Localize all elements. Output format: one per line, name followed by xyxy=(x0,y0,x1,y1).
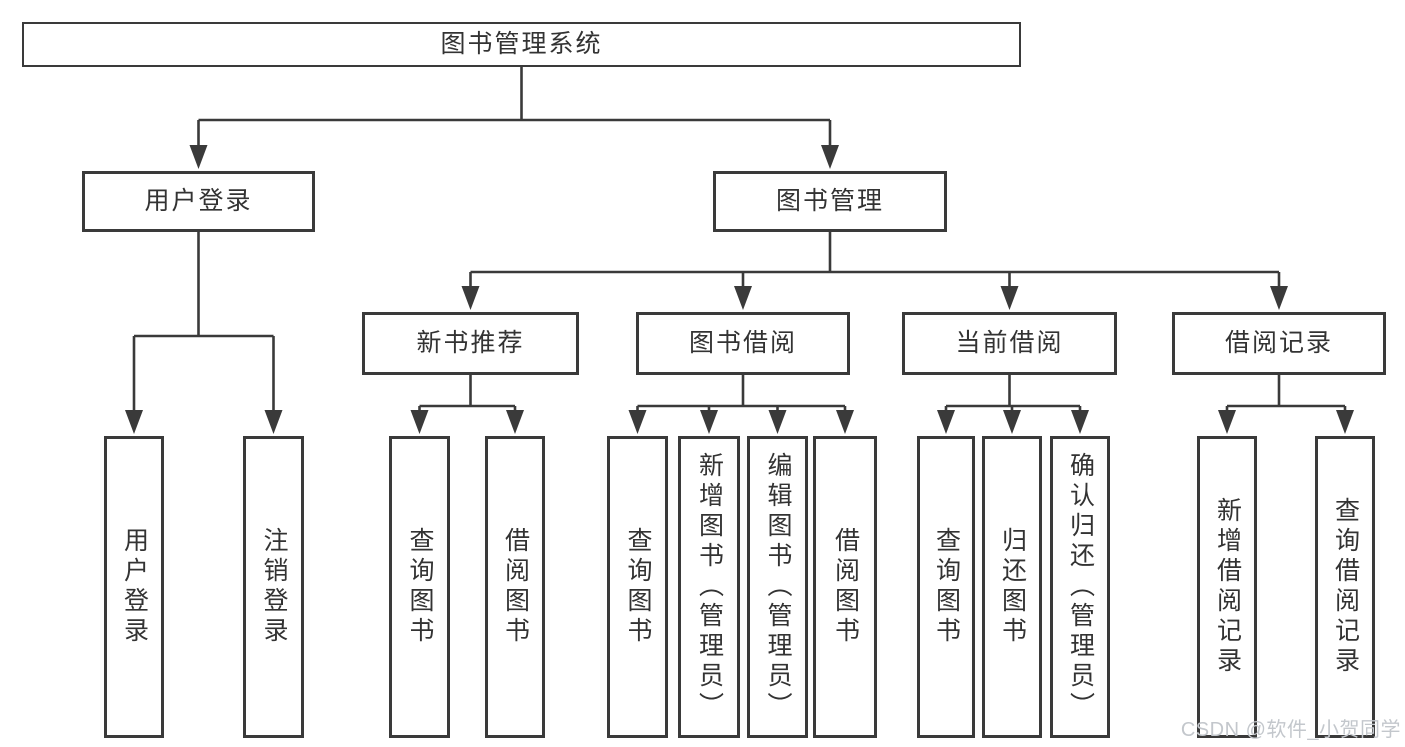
node-label-cb-return: 归还图书 xyxy=(998,527,1027,647)
node-label-bb-edit: 编辑图书（管理员） xyxy=(764,452,792,722)
node-new-book-rec: 新书推荐 xyxy=(362,312,579,375)
node-label-ul-logout: 注销登录 xyxy=(260,527,288,647)
node-br-add: 新增借阅记录 xyxy=(1197,436,1257,738)
node-book-mgmt: 图书管理 xyxy=(713,171,947,232)
node-label-nbr-borrow: 借阅图书 xyxy=(501,527,530,647)
connector-arrowhead xyxy=(821,145,839,169)
connector-arrowhead xyxy=(410,410,429,434)
node-nbr-query: 查询图书 xyxy=(389,436,450,738)
connector-arrowhead xyxy=(125,410,143,434)
node-label-nbr-query: 查询图书 xyxy=(406,527,434,647)
connector-arrowhead xyxy=(264,410,283,434)
node-label-root: 图书管理系统 xyxy=(440,29,603,58)
node-bb-edit: 编辑图书（管理员） xyxy=(747,436,808,738)
node-root: 图书管理系统 xyxy=(22,22,1021,67)
connector-arrowhead xyxy=(1003,410,1021,434)
node-bb-query: 查询图书 xyxy=(607,436,668,738)
node-label-new-book-rec: 新书推荐 xyxy=(416,328,525,357)
node-label-bb-add: 新增图书（管理员） xyxy=(695,452,724,722)
connector-arrowhead xyxy=(1000,286,1019,310)
connector-arrowhead xyxy=(734,286,752,310)
node-current-borrow: 当前借阅 xyxy=(902,312,1117,375)
node-label-book-borrow: 图书借阅 xyxy=(688,328,797,357)
watermark: CSDN @软件_小贺同学 xyxy=(1180,719,1401,741)
node-book-borrow: 图书借阅 xyxy=(636,312,850,375)
node-label-user-login: 用户登录 xyxy=(144,186,253,215)
node-bb-add: 新增图书（管理员） xyxy=(678,436,740,738)
node-nbr-borrow: 借阅图书 xyxy=(485,436,545,738)
node-label-book-mgmt: 图书管理 xyxy=(775,186,884,215)
connector-arrowhead xyxy=(628,410,647,434)
connector-arrowhead xyxy=(506,410,524,434)
connector-arrowhead xyxy=(1218,410,1236,434)
node-borrow-records: 借阅记录 xyxy=(1172,312,1386,375)
node-cb-query: 查询图书 xyxy=(917,436,975,738)
connector-arrowhead xyxy=(768,410,787,434)
node-label-current-borrow: 当前借阅 xyxy=(955,328,1064,357)
connector-arrowhead xyxy=(836,410,854,434)
node-cb-confirm: 确认归还（管理员） xyxy=(1050,436,1110,738)
connector-arrowhead xyxy=(1336,410,1354,434)
node-label-borrow-records: 借阅记录 xyxy=(1224,328,1333,357)
node-label-bb-query: 查询图书 xyxy=(624,527,652,647)
node-user-login: 用户登录 xyxy=(82,171,315,232)
node-cb-return: 归还图书 xyxy=(982,436,1042,738)
connector-arrowhead xyxy=(461,286,480,310)
node-label-ul-login: 用户登录 xyxy=(120,527,149,647)
connector-arrowhead xyxy=(1270,286,1288,310)
node-label-bb-borrow: 借阅图书 xyxy=(831,527,860,647)
node-label-br-add: 新增借阅记录 xyxy=(1213,497,1242,677)
node-br-query: 查询借阅记录 xyxy=(1315,436,1375,738)
node-ul-logout: 注销登录 xyxy=(243,436,304,738)
node-label-cb-confirm: 确认归还（管理员） xyxy=(1066,452,1095,722)
node-label-cb-query: 查询图书 xyxy=(932,527,961,647)
node-bb-borrow: 借阅图书 xyxy=(813,436,877,738)
node-ul-login: 用户登录 xyxy=(104,436,164,738)
node-label-br-query: 查询借阅记录 xyxy=(1331,497,1360,677)
connector-arrowhead xyxy=(937,410,955,434)
connector-arrowhead xyxy=(189,145,208,169)
connector-arrowhead xyxy=(700,410,718,434)
connector-arrowhead xyxy=(1071,410,1089,434)
